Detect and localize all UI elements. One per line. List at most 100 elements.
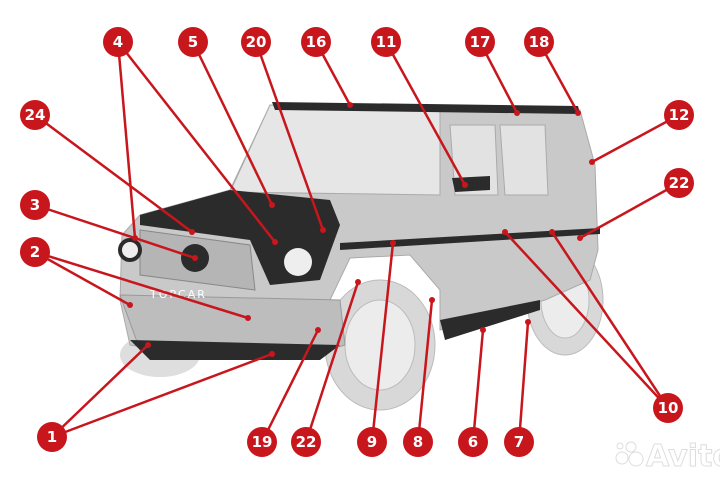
callout-marker-1: 1 <box>37 422 67 452</box>
marker-circle <box>20 100 50 130</box>
leader-dot <box>347 102 353 108</box>
marker-circle <box>241 27 271 57</box>
marker-circle <box>664 100 694 130</box>
marker-circle <box>301 27 331 57</box>
leader-line <box>471 329 485 443</box>
leader-dot <box>525 319 531 325</box>
callout-marker-7: 7 <box>504 427 534 457</box>
leader-dot <box>577 235 583 241</box>
marker-label: 2 <box>30 243 40 261</box>
marker-circle <box>664 168 694 198</box>
leader-dot <box>192 255 198 261</box>
leader-dot <box>145 342 151 348</box>
leader-line <box>191 41 274 206</box>
callout-marker-19: 19 <box>247 427 277 457</box>
marker-circle <box>20 237 50 267</box>
watermark-text: Avito <box>646 439 720 474</box>
leader-line <box>116 41 137 239</box>
leader-line <box>517 321 530 443</box>
callout-marker-22: 22 <box>664 168 694 198</box>
marker-circle <box>403 427 433 457</box>
callout-marker-24: 24 <box>20 100 50 130</box>
marker-label: 11 <box>376 33 397 51</box>
marker-circle <box>504 427 534 457</box>
leader-dot <box>269 202 275 208</box>
marker-label: 16 <box>306 33 327 51</box>
callout-marker-20: 20 <box>241 27 271 57</box>
leader-dot <box>320 227 326 233</box>
leader-dot <box>480 327 486 333</box>
marker-circle <box>291 427 321 457</box>
leader-line <box>591 113 680 164</box>
leader-line <box>117 41 276 243</box>
leader-line <box>34 250 131 307</box>
marker-circle <box>465 27 495 57</box>
marker-label: 4 <box>113 33 123 51</box>
marker-label: 24 <box>25 106 46 124</box>
marker-label: 5 <box>188 33 198 51</box>
callout-marker-22: 22 <box>291 427 321 457</box>
marker-circle <box>357 427 387 457</box>
marker-label: 22 <box>296 433 317 451</box>
leader-dot <box>589 159 595 165</box>
leader-lines <box>34 41 680 443</box>
leader-line <box>254 41 325 231</box>
callout-marker-2: 2 <box>20 237 50 267</box>
marker-label: 1 <box>47 428 57 446</box>
leader-dot <box>575 110 581 116</box>
leader-dot <box>315 327 321 333</box>
marker-label: 7 <box>514 433 524 451</box>
leader-line <box>384 41 467 186</box>
car-body: TOPCAR <box>118 102 600 360</box>
callout-marker-11: 11 <box>371 27 401 57</box>
marker-label: 18 <box>529 33 550 51</box>
leader-dot <box>269 351 275 357</box>
leader-dot <box>127 302 133 308</box>
leader-dot <box>272 239 278 245</box>
marker-label: 8 <box>413 433 423 451</box>
marker-circle <box>20 190 50 220</box>
marker-label: 9 <box>367 433 377 451</box>
leader-line <box>579 181 680 240</box>
callout-marker-5: 5 <box>178 27 208 57</box>
leader-line <box>51 344 149 438</box>
leader-dot <box>502 229 508 235</box>
leader-line <box>304 281 360 443</box>
marker-circle <box>178 27 208 57</box>
leader-line <box>34 250 249 320</box>
marker-label: 20 <box>246 33 267 51</box>
leader-dot <box>245 315 251 321</box>
leader-dot <box>462 182 468 188</box>
leader-line <box>550 231 670 409</box>
callout-marker-17: 17 <box>465 27 495 57</box>
leader-dot <box>189 229 195 235</box>
marker-circle <box>37 422 67 452</box>
marker-circle <box>247 427 277 457</box>
leader-dot <box>549 229 555 235</box>
leader-dot <box>390 240 396 246</box>
leader-dot <box>429 297 435 303</box>
leader-line <box>34 203 196 260</box>
callout-marker-10: 10 <box>653 393 683 423</box>
marker-label: 12 <box>669 106 690 124</box>
leader-line <box>260 329 320 443</box>
callout-marker-12: 12 <box>664 100 694 130</box>
marker-circle <box>458 427 488 457</box>
callout-marker-9: 9 <box>357 427 387 457</box>
callout-marker-6: 6 <box>458 427 488 457</box>
marker-label: 10 <box>658 399 679 417</box>
leader-line <box>370 242 395 443</box>
marker-circle <box>524 27 554 57</box>
callout-marker-4: 4 <box>103 27 133 57</box>
marker-label: 17 <box>470 33 491 51</box>
marker-label: 6 <box>468 433 478 451</box>
callout-marker-18: 18 <box>524 27 554 57</box>
marker-circle <box>103 27 133 57</box>
avito-watermark: Avito <box>615 439 720 475</box>
leader-line <box>34 113 193 234</box>
callout-marker-3: 3 <box>20 190 50 220</box>
marker-label: 19 <box>252 433 273 451</box>
